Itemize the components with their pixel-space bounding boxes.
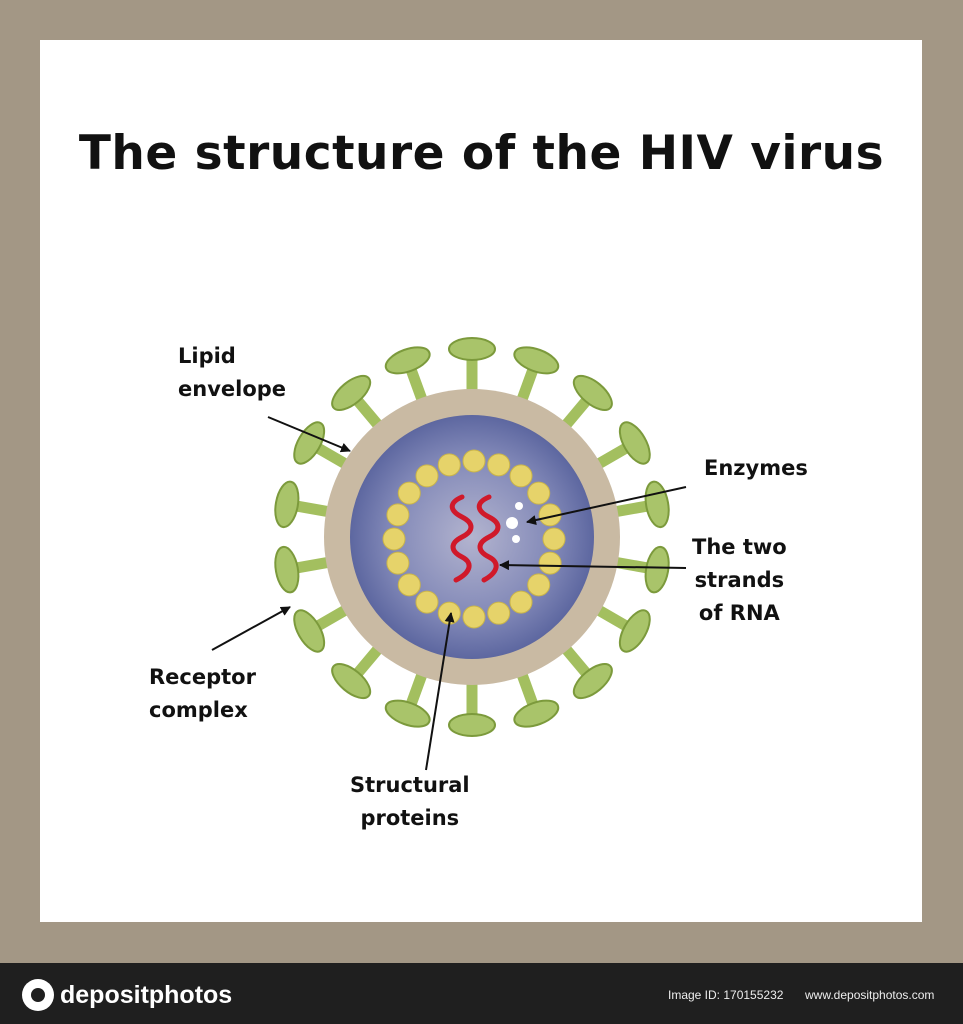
label-line: strands xyxy=(694,568,785,592)
structural-protein xyxy=(487,601,511,625)
rna-strand-1 xyxy=(449,494,474,583)
structural-protein xyxy=(462,605,486,629)
structural-protein xyxy=(386,551,410,575)
arrow-lipid-envelope xyxy=(267,416,351,453)
label-line: Structural xyxy=(350,773,470,797)
page-title: The structure of the HIV virus xyxy=(78,126,885,181)
label-line: The two xyxy=(692,535,787,559)
arrow-enzymes xyxy=(526,486,687,525)
structural-protein xyxy=(509,590,533,614)
label-rna: The two strands of RNA xyxy=(692,531,787,630)
receptor-spike xyxy=(590,421,651,472)
receptor-spike xyxy=(293,602,354,653)
receptor-spike xyxy=(513,666,560,728)
structural-protein xyxy=(437,453,461,477)
enzyme-dot xyxy=(515,502,523,510)
enzyme-dot xyxy=(512,535,520,543)
arrow-receptor xyxy=(211,606,291,651)
enzyme-dot xyxy=(506,517,518,529)
structural-protein xyxy=(397,573,421,597)
rna-strands xyxy=(449,494,501,583)
spike-cap xyxy=(572,374,613,412)
receptor-spike xyxy=(331,640,387,700)
receptor-spike xyxy=(590,602,651,653)
structural-protein xyxy=(509,464,533,488)
spike-cap xyxy=(513,346,560,375)
structural-protein xyxy=(527,481,551,505)
spike-cap xyxy=(448,337,496,361)
spike-cap xyxy=(384,699,431,728)
spike-cap xyxy=(331,374,372,412)
receptor-spike xyxy=(384,666,431,728)
arrow-rna xyxy=(499,560,687,571)
spike-cap xyxy=(572,662,613,700)
spike-cap xyxy=(644,480,670,529)
receptor-spike xyxy=(384,346,431,408)
structural-protein xyxy=(415,590,439,614)
spike-cap xyxy=(274,545,300,594)
label-receptor-complex: Receptor complex xyxy=(149,661,256,727)
spike-cap xyxy=(293,421,326,465)
receptor-spike xyxy=(557,374,613,434)
spike-cap xyxy=(293,609,326,653)
spike-cap xyxy=(618,609,651,653)
structural-protein xyxy=(415,464,439,488)
receptor-spike xyxy=(293,421,354,472)
label-line: Enzymes xyxy=(704,456,808,480)
label-structural-proteins: Structural proteins xyxy=(350,769,470,835)
spike-cap xyxy=(331,662,372,700)
image-id: Image ID: 170155232 xyxy=(668,988,784,1002)
label-line: complex xyxy=(149,698,248,722)
spike-cap xyxy=(618,421,651,465)
site-url[interactable]: www.depositphotos.com xyxy=(805,988,935,1002)
logo-icon xyxy=(22,979,54,1011)
footer-bar: depositphotos Image ID: 170155232 www.de… xyxy=(0,963,963,1024)
enzymes xyxy=(506,502,523,543)
receptor-spike xyxy=(557,640,613,700)
label-line: Lipid xyxy=(178,344,236,368)
receptor-spike xyxy=(448,677,496,737)
label-line: envelope xyxy=(178,377,287,401)
receptor-spike xyxy=(448,337,496,397)
structural-protein xyxy=(386,503,410,527)
spike-cap xyxy=(274,480,300,529)
spike-cap xyxy=(384,346,431,375)
arrow-structural xyxy=(425,612,455,771)
spike-cap xyxy=(513,699,560,728)
structural-protein xyxy=(487,453,511,477)
spike-cap xyxy=(644,545,670,594)
label-line: Receptor xyxy=(149,665,256,689)
receptor-spike xyxy=(513,346,560,408)
structural-protein xyxy=(542,527,566,551)
label-lipid-envelope: Lipid envelope xyxy=(178,340,286,406)
label-line: of RNA xyxy=(698,601,780,625)
structural-protein xyxy=(538,551,562,575)
structural-protein xyxy=(462,449,486,473)
hiv-virus-diagram xyxy=(211,337,687,771)
capsid-core xyxy=(350,415,594,659)
logo-text: depositphotos xyxy=(60,980,233,1009)
spike-cap xyxy=(448,713,496,737)
structural-protein xyxy=(527,573,551,597)
rna-strand-2 xyxy=(476,494,501,583)
structural-protein xyxy=(397,481,421,505)
callout-arrows xyxy=(211,416,687,771)
label-line: proteins xyxy=(360,806,460,830)
receptor-spike xyxy=(331,374,387,434)
structural-protein-ring xyxy=(382,449,566,629)
label-enzymes: Enzymes xyxy=(704,452,808,485)
structural-protein xyxy=(382,527,406,551)
site-logo[interactable]: depositphotos xyxy=(22,979,232,1011)
